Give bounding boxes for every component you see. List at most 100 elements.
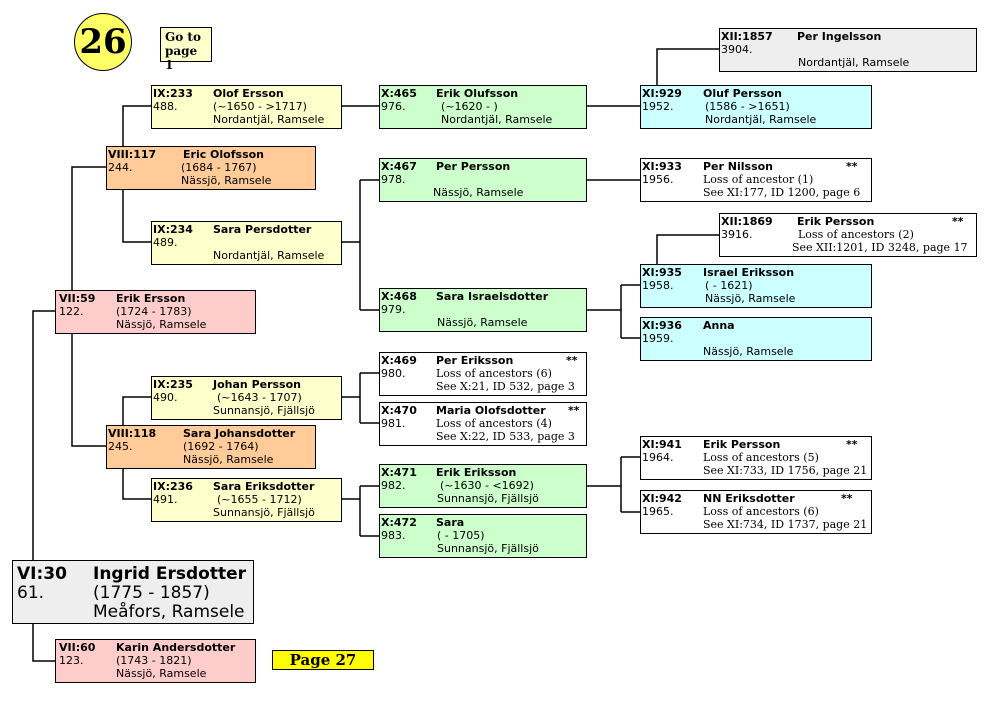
page-number-badge: 26 [74,13,132,71]
person-box-x471[interactable]: X:471 Erik Eriksson 982. (~1630 - <1692)… [379,464,587,508]
ahnentafel-number: 245. [108,440,133,453]
person-box-x472[interactable]: X:472 Sara 983. ( - 1705) Sunnansjö, Fjä… [379,514,587,558]
generation-code: X:471 [381,466,417,479]
place: Nässjö, Ramsele [437,316,528,329]
ahnentafel-number: 3904. [721,43,753,56]
place: Nässjö, Ramsele [703,345,794,358]
loss-of-ancestors: Loss of ancestors (5) [703,451,819,464]
ahnentafel-number: 1964. [642,451,674,464]
place: Nordantjäl, Ramsele [441,113,553,126]
duplicate-marker: ** [566,354,578,367]
duplicate-marker: ** [568,404,580,417]
ahnentafel-number: 123. [59,654,84,667]
life-years: ( - 1705) [437,529,485,542]
person-name: Erik Olufsson [436,87,519,100]
place: Nordantjäl, Ramsele [705,113,817,126]
cross-reference-link[interactable]: See XI:733, ID 1756, page 21 [703,464,868,477]
person-box-viii118[interactable]: VIII:118 Sara Johansdotter 245. (1692 - … [106,425,316,469]
loss-of-ancestors: Loss of ancestors (4) [436,417,552,430]
person-name: Sara Persdotter [213,223,312,236]
place: Nässjö, Ramsele [705,292,796,305]
cross-reference-link[interactable]: See XI:734, ID 1737, page 21 [703,518,868,531]
ahnentafel-number: 1965. [642,505,674,518]
person-box-x468[interactable]: X:468 Sara Israelsdotter 979. Nässjö, Ra… [379,288,587,332]
generation-code: IX:233 [153,87,193,100]
ahnentafel-number: 490. [153,391,178,404]
person-box-x470[interactable]: X:470 Maria Olofsdotter ** 981. Loss of … [379,402,587,446]
person-box-ix236[interactable]: IX:236 Sara Eriksdotter 491. (~1655 - 17… [151,478,342,522]
person-name: Erik Eriksson [436,466,517,479]
person-name: Johan Persson [213,378,301,391]
loss-of-ancestors: Loss of ancestors (6) [703,505,819,518]
cross-reference-link[interactable]: See X:22, ID 533, page 3 [436,430,575,443]
life-years: (1775 - 1857) [93,583,210,603]
life-years: (~1620 - ) [441,100,498,113]
generation-code: X:469 [381,354,417,367]
person-box-x465[interactable]: X:465 Erik Olufsson 976. (~1620 - ) Nord… [379,85,587,129]
person-name: NN Eriksdotter [703,492,795,505]
person-name: Per Nilsson [703,160,774,173]
generation-code: XI:941 [642,438,682,451]
ahnentafel-number: 978. [381,173,406,186]
ahnentafel-number: 1956. [642,173,674,186]
life-years: (~1655 - 1712) [217,493,302,506]
duplicate-marker: ** [841,492,853,505]
ahnentafel-number: 488. [153,100,178,113]
person-name: Sara Israelsdotter [436,290,549,303]
person-box-xi942[interactable]: XI:942 NN Eriksdotter ** 1965. Loss of a… [640,490,872,534]
person-box-xi941[interactable]: XI:941 Erik Persson ** 1964. Loss of anc… [640,436,872,480]
ahnentafel-number: 1952. [642,100,674,113]
person-box-ix235[interactable]: IX:235 Johan Persson 490. (~1643 - 1707)… [151,376,342,420]
place: Sunnansjö, Fjällsjö [437,492,539,505]
person-box-ix234[interactable]: IX:234 Sara Persdotter 489. Nordantjäl, … [151,221,342,265]
person-name: Karin Andersdotter [116,641,236,654]
life-years: (1684 - 1767) [181,161,257,174]
ahnentafel-number: 981. [381,417,406,430]
ahnentafel-number: 61. [17,583,45,603]
generation-code: XI:933 [642,160,682,173]
person-box-vii60[interactable]: VII:60 Karin Andersdotter 123. (1743 - 1… [55,639,256,683]
person-box-x469[interactable]: X:469 Per Eriksson ** 980. Loss of ances… [379,352,587,396]
life-years: (1692 - 1764) [183,440,259,453]
person-name: Sara [436,516,465,529]
place: Sunnansjö, Fjällsjö [213,506,315,519]
person-box-vi30[interactable]: VI:30 Ingrid Ersdotter 61. (1775 - 1857)… [12,560,254,624]
person-box-xi929[interactable]: XI:929 Oluf Persson 1952. (1586 - >1651)… [640,85,872,129]
generation-code: X:467 [381,160,417,173]
person-box-xi936[interactable]: XI:936 Anna 1959. Nässjö, Ramsele [640,317,872,361]
generation-code: VIII:118 [108,427,157,440]
person-box-x467[interactable]: X:467 Per Persson 978. Nässjö, Ramsele [379,158,587,202]
life-years: (1586 - >1651) [705,100,790,113]
cross-reference-link[interactable]: See XI:177, ID 1200, page 6 [703,186,861,199]
generation-code: IX:235 [153,378,193,391]
person-box-xii1857[interactable]: XII:1857 Per Ingelsson 3904. Nordantjäl,… [719,28,977,72]
generation-code: XI:935 [642,266,682,279]
duplicate-marker: ** [846,438,858,451]
person-box-viii117[interactable]: VIII:117 Eric Olofsson 244. (1684 - 1767… [106,146,316,190]
cross-reference-link[interactable]: See XII:1201, ID 3248, page 17 [792,241,968,254]
person-name: Olof Ersson [213,87,284,100]
generation-code: VII:60 [59,641,96,654]
ahnentafel-number: 491. [153,493,178,506]
next-page-link[interactable]: Page 27 [272,650,374,670]
person-box-xi933[interactable]: XI:933 Per Nilsson ** 1956. Loss of ance… [640,158,872,202]
life-years: ( - 1621) [705,279,753,292]
person-box-xi935[interactable]: XI:935 Israel Eriksson 1958. ( - 1621) N… [640,264,872,308]
place: Nässjö, Ramsele [181,174,272,187]
person-name: Per Eriksson [436,354,514,367]
generation-code: IX:236 [153,480,193,493]
person-box-xii1869[interactable]: XII:1869 Erik Persson ** 3916. Loss of a… [719,213,977,257]
ahnentafel-number: 1958. [642,279,674,292]
person-name: Ingrid Ersdotter [93,564,247,584]
cross-reference-link[interactable]: See X:21, ID 532, page 3 [436,380,575,393]
generation-code: X:472 [381,516,417,529]
person-name: Eric Olofsson [183,148,265,161]
loss-of-ancestors: Loss of ancestor (1) [703,173,814,186]
person-box-ix233[interactable]: IX:233 Olof Ersson 488. (~1650 - >1717) … [151,85,342,129]
loss-of-ancestors: Loss of ancestors (2) [798,228,914,241]
place: Sunnansjö, Fjällsjö [437,542,539,555]
duplicate-marker: ** [952,215,964,228]
goto-page-1-link[interactable]: Go to page 1 [160,27,212,72]
person-box-vii59[interactable]: VII:59 Erik Ersson 122. (1724 - 1783) Nä… [55,290,256,334]
person-name: Per Ingelsson [797,30,882,43]
